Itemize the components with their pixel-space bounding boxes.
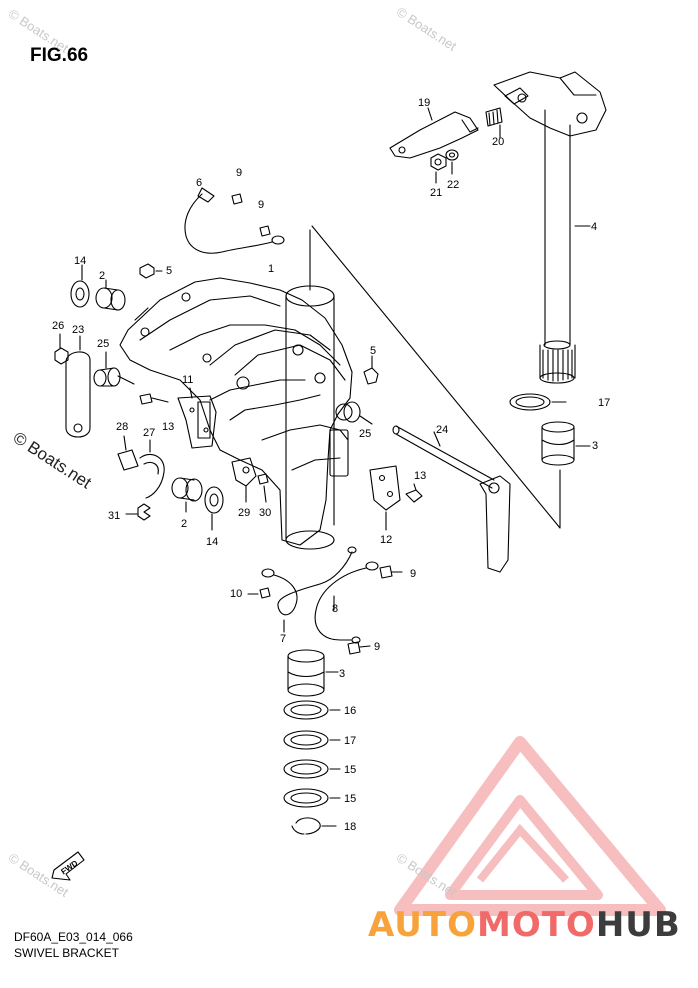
steering-shaft [493,71,607,384]
bushing-3-b [287,649,339,697]
callout-15: 15 [344,764,356,776]
callout-23: 23 [72,324,84,336]
bolt-13-b [405,483,423,503]
washer-17-b [283,730,341,750]
washer-17-a [509,393,567,411]
callout-10: 10 [230,588,242,600]
washer-14-b [204,486,224,531]
clip-27 [139,439,165,499]
callout-17: 17 [598,397,610,409]
callout-5: 5 [370,345,376,357]
tilt-rod-24 [392,425,511,573]
callout-26: 26 [52,320,64,332]
nut-21 [430,153,447,184]
bushing-3-a [541,421,591,466]
nut-26 [54,333,69,365]
bolt-9-c [379,565,403,579]
callout-25: 25 [359,428,371,440]
snap-ring-18 [291,817,337,835]
bolt-13-a [139,393,169,405]
callout-11: 11 [182,374,193,386]
bushing-2-b [171,477,203,513]
callout-31: 31 [108,510,120,522]
washer-14-a [70,264,90,308]
callout-27: 27 [143,427,155,439]
callout-16: 16 [344,705,356,717]
bolt-9-a [231,193,243,205]
bushing-2-a [95,279,126,311]
figure-title: FIG.66 [30,45,89,66]
brand-part-hub: HUB [595,905,681,945]
callout-4: 4 [591,221,597,233]
callout-12: 12 [380,534,392,546]
callout-5: 5 [166,265,172,277]
callout-14: 14 [206,536,218,548]
fwd-arrow [51,851,85,881]
link-23 [65,335,91,438]
callout-8: 8 [332,603,338,615]
callout-18: 18 [344,821,356,833]
callout-19: 19 [418,97,430,109]
callout-labels: 1223345567899991011121313141415151617171… [52,97,610,833]
brand-part-auto: AUTO [368,905,477,945]
bolt-9-b [259,225,271,237]
callout-24: 24 [436,424,448,436]
callout-29: 29 [238,507,250,519]
bracket-11 [177,387,217,449]
bolt-10 [247,587,271,599]
bolt-5-a [139,263,163,279]
spacer-25-a [93,351,135,387]
bolt-5-b [363,355,379,385]
brand-wordmark: AUTOMOTOHUB [368,905,681,945]
callout-9: 9 [258,199,264,211]
washer-16 [283,700,341,720]
callout-2: 2 [181,518,187,530]
spacer-25-b [335,401,373,425]
callout-2: 2 [99,270,105,282]
figure-caption: SWIVEL BRACKET [14,946,119,960]
spring-31 [125,503,151,521]
bracket-29 [231,457,257,503]
bolt-30 [257,473,269,503]
callout-3: 3 [339,668,345,680]
callout-7: 7 [280,633,286,645]
callout-1: 1 [268,263,274,275]
callout-9: 9 [236,167,242,179]
washer-15-a [283,759,341,779]
ground-lead-6 [184,187,285,254]
callout-25: 25 [97,338,109,350]
bolt-20 [485,107,503,139]
callout-13: 13 [162,421,174,433]
callout-9: 9 [410,568,416,580]
swivel-bracket [119,277,353,550]
callout-6: 6 [196,177,202,189]
lead-7 [261,546,357,633]
plate-12 [369,465,401,531]
callout-13: 13 [414,470,426,482]
washer-15-b [283,788,341,808]
washer-22 [445,149,459,175]
callout-21: 21 [430,187,442,199]
callout-20: 20 [492,136,504,148]
brand-part-moto: MOTO [476,905,596,945]
callout-17: 17 [344,735,356,747]
brand-logo [394,736,666,916]
callout-28: 28 [116,421,128,433]
callout-9: 9 [374,641,380,653]
callout-15: 15 [344,793,356,805]
bolt-9-d [347,641,371,655]
callout-14: 14 [74,255,86,267]
callout-30: 30 [259,507,271,519]
lead-8 [314,561,379,644]
bracket-19 [389,107,479,159]
callout-3: 3 [592,440,598,452]
callout-22: 22 [447,179,459,191]
figure-code: DF60A_E03_014_066 [14,930,133,944]
clip-28 [117,435,139,471]
